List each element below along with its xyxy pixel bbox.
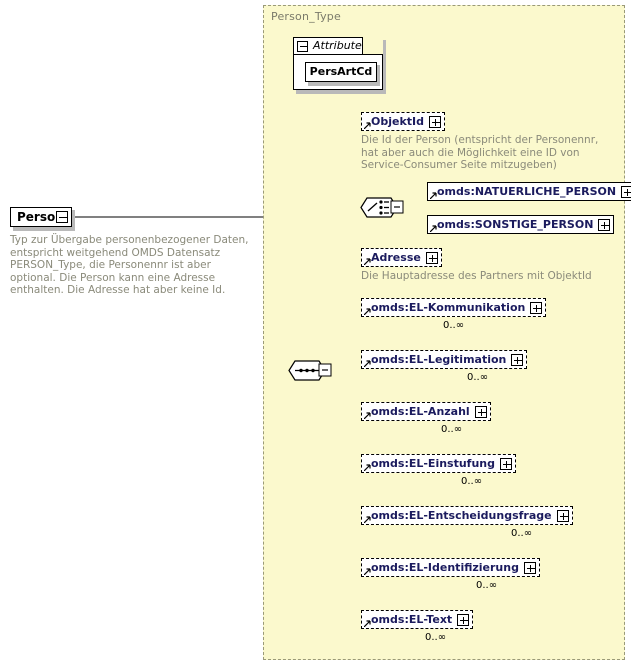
element-el-kommunikation-label: omds:EL-Kommunikation <box>371 301 526 314</box>
element-natuerliche-person-expand-icon[interactable] <box>621 186 631 198</box>
element-adresse[interactable]: Adresse <box>361 248 444 272</box>
element-el-identifizierung[interactable]: omds:EL-Identifizierung <box>361 558 542 582</box>
element-objektid[interactable]: ObjektId <box>361 112 447 136</box>
element-ref-arrow-icon <box>364 308 371 315</box>
element-objektid-expand-icon[interactable] <box>429 116 441 128</box>
cardinality-el-entscheidungsfrage: 0..∞ <box>511 528 533 539</box>
complextype-title: Person_Type <box>271 10 341 23</box>
cardinality-el-legitimation: 0..∞ <box>467 372 489 383</box>
person-box-shadow-right <box>72 210 75 231</box>
element-objektid-annotation: Die Id der Person (entspricht der Person… <box>361 134 599 171</box>
element-ref-arrow-icon <box>430 225 437 232</box>
cardinality-el-identifizierung: 0..∞ <box>476 580 498 591</box>
element-el-identifizierung-label: omds:EL-Identifizierung <box>371 561 519 574</box>
attribute-container-label: Attribute <box>313 39 362 52</box>
root-element-person[interactable]: Person <box>10 207 72 227</box>
element-el-legitimation[interactable]: omds:EL-Legitimation <box>361 350 530 374</box>
element-ref-arrow-icon <box>364 464 371 471</box>
element-el-identifizierung-expand-icon[interactable] <box>523 562 536 574</box>
element-ref-arrow-icon <box>364 122 371 129</box>
cardinality-el-kommunikation: 0..∞ <box>443 320 465 331</box>
attribute-container-shadow <box>296 90 386 94</box>
element-ref-arrow-icon <box>430 192 437 199</box>
element-ref-arrow-icon <box>364 568 371 575</box>
element-natuerliche-person[interactable]: omds:NATUERLICHE_PERSON <box>427 182 631 206</box>
element-ref-arrow-icon <box>364 412 371 419</box>
element-adresse-label: Adresse <box>371 251 421 264</box>
element-ref-arrow-icon <box>364 360 371 367</box>
element-sonstige-person-expand-icon[interactable] <box>598 219 611 231</box>
element-el-kommunikation[interactable]: omds:EL-Kommunikation <box>361 298 549 322</box>
element-el-text[interactable]: omds:EL-Text <box>361 610 476 634</box>
element-sonstige-person[interactable]: omds:SONSTIGE_PERSON <box>427 215 617 239</box>
attribute-persartcd-label: PersArtCd <box>309 65 373 78</box>
element-ref-arrow-icon <box>364 258 371 265</box>
choice-connector[interactable] <box>360 195 405 220</box>
element-el-entscheidungsfrage-label: omds:EL-Entscheidungsfrage <box>371 509 552 522</box>
element-el-text-label: omds:EL-Text <box>371 613 453 626</box>
element-adresse-expand-icon[interactable] <box>425 252 438 264</box>
element-el-entscheidungsfrage[interactable]: omds:EL-Entscheidungsfrage <box>361 506 575 530</box>
attribute-item-shadow <box>308 82 380 86</box>
element-el-kommunikation-expand-icon[interactable] <box>530 302 543 314</box>
element-el-anzahl-expand-icon[interactable] <box>474 406 487 418</box>
element-el-text-expand-icon[interactable] <box>457 614 470 626</box>
sequence-connector[interactable] <box>288 358 333 383</box>
element-adresse-annotation: Die Hauptadresse des Partners mit Objekt… <box>361 270 592 282</box>
element-el-einstufung-expand-icon[interactable] <box>500 458 513 470</box>
cardinality-el-einstufung: 0..∞ <box>461 476 483 487</box>
attribute-item-shadow-right <box>377 65 380 86</box>
cardinality-el-text: 0..∞ <box>425 632 447 643</box>
element-objektid-label: ObjektId <box>371 115 424 128</box>
element-el-entscheidungsfrage-expand-icon[interactable] <box>556 510 569 522</box>
root-element-label: Person <box>17 210 64 224</box>
element-sonstige-person-label: omds:SONSTIGE_PERSON <box>437 218 594 231</box>
element-el-einstufung[interactable]: omds:EL-Einstufung <box>361 454 519 478</box>
element-natuerliche-person-label: omds:NATUERLICHE_PERSON <box>437 185 617 198</box>
person-box-shadow <box>13 227 75 231</box>
element-el-anzahl-label: omds:EL-Anzahl <box>371 405 470 418</box>
attribute-collapse-icon[interactable] <box>297 41 308 52</box>
root-collapse-icon[interactable] <box>56 211 68 223</box>
element-el-anzahl[interactable]: omds:EL-Anzahl <box>361 402 493 426</box>
element-el-legitimation-expand-icon[interactable] <box>511 354 524 366</box>
attribute-container-tab[interactable]: Attribute <box>293 37 363 55</box>
attribute-persartcd[interactable]: PersArtCd <box>305 62 377 82</box>
attribute-container-shadow-right <box>383 40 386 94</box>
element-ref-arrow-icon <box>364 516 371 523</box>
element-el-einstufung-label: omds:EL-Einstufung <box>371 457 496 470</box>
root-annotation: Typ zur Übergabe personenbezogener Daten… <box>10 234 249 296</box>
cardinality-el-anzahl: 0..∞ <box>441 424 463 435</box>
element-ref-arrow-icon <box>364 620 371 627</box>
element-el-legitimation-label: omds:EL-Legitimation <box>371 353 507 366</box>
